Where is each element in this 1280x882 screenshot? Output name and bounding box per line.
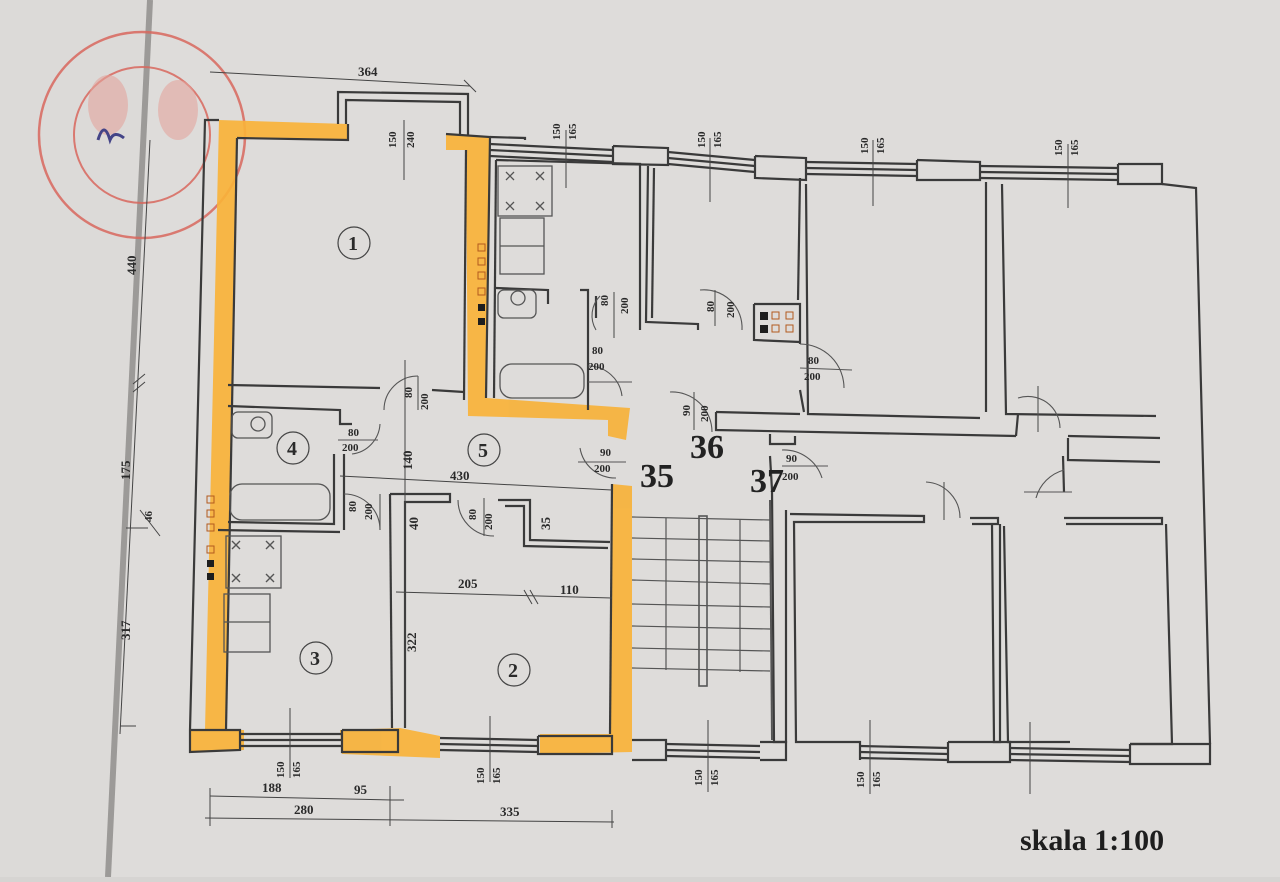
door-width: 80 <box>347 501 359 513</box>
toilet-icon <box>231 411 273 439</box>
door-width: 80 <box>348 427 360 439</box>
dim-bottom-188: 188 <box>262 780 282 795</box>
dimension-labels: 364 440 175 46 317 140 430 40 35 205 110… <box>118 64 579 819</box>
balcony-door-labels: 150 240 <box>387 131 417 148</box>
toilet-icon-36 <box>497 289 537 319</box>
dim-bottom-335: 335 <box>500 804 520 819</box>
staircase <box>631 499 773 741</box>
room-4-label: 4 <box>287 438 297 460</box>
window-height: 165 <box>712 131 724 148</box>
door-height: 200 <box>363 503 375 520</box>
apartment-36-label: 36 <box>690 429 724 466</box>
door-width: 90 <box>681 405 693 417</box>
room-3-label: 3 <box>310 648 320 670</box>
room-5-marker <box>467 433 501 467</box>
fixtures <box>223 165 585 653</box>
ventilation-ducts <box>206 243 794 580</box>
door-height: 200 <box>588 361 605 373</box>
dim-room2-110: 110 <box>560 582 579 597</box>
window-height: 165 <box>871 771 883 788</box>
window-width: 150 <box>859 137 871 154</box>
door-width: 80 <box>705 301 717 313</box>
signature <box>96 128 125 145</box>
dim-room2-205: 205 <box>458 576 478 591</box>
door-height: 200 <box>483 513 495 530</box>
window-width: 150 <box>696 131 708 148</box>
room-numbers: 1 2 3 4 5 <box>287 233 518 682</box>
bathtub-icon <box>229 483 331 521</box>
window-width: 150 <box>855 771 867 788</box>
window-height: 165 <box>1069 139 1081 156</box>
door-height: 200 <box>804 371 821 383</box>
dim-top-width: 364 <box>358 64 378 79</box>
stove-icon <box>225 535 282 589</box>
door-height: 200 <box>725 301 737 318</box>
balcony-door-height: 240 <box>405 131 417 148</box>
apartment-37-label: 37 <box>750 463 784 500</box>
stove-icon-36 <box>497 165 553 217</box>
window-height: 165 <box>709 769 721 786</box>
bathtub-icon-36 <box>499 363 585 399</box>
door-labels: 80 200 80 200 80 200 80 200 90 200 80 20… <box>342 295 821 531</box>
dim-corridor-140: 140 <box>400 451 415 471</box>
apartment-numbers: 35 36 37 <box>640 429 784 500</box>
door-height: 200 <box>619 297 631 314</box>
door-width: 80 <box>592 345 604 357</box>
room-2-marker <box>497 653 531 687</box>
dim-left-317: 317 <box>118 620 133 640</box>
kitchen-counter-icon <box>223 593 271 653</box>
door-width: 90 <box>786 453 798 465</box>
room-2-label: 2 <box>508 660 518 682</box>
stove-burners-icon <box>231 540 275 583</box>
door-swings <box>338 289 1072 537</box>
window-labels: 150 165 150 165 150 165 150 165 150 165 … <box>275 123 1081 788</box>
dim-bottom-95: 95 <box>354 782 368 797</box>
window-height: 165 <box>875 137 887 154</box>
dim-left-46: 46 <box>143 511 155 523</box>
room-1-label: 1 <box>348 233 358 255</box>
door-width: 90 <box>600 447 612 459</box>
window-width: 150 <box>275 761 287 778</box>
door-height: 200 <box>699 405 711 422</box>
apartment-35-label: 35 <box>640 458 674 495</box>
apartment-35-highlight <box>190 120 632 758</box>
door-width: 80 <box>467 509 479 521</box>
door-height: 200 <box>782 471 799 483</box>
balcony-door-width: 150 <box>387 131 399 148</box>
dim-left-440: 440 <box>124 256 139 276</box>
dim-left-175: 175 <box>118 460 133 480</box>
window-width: 150 <box>693 769 705 786</box>
window-width: 150 <box>1053 139 1065 156</box>
room-markers <box>276 226 531 687</box>
dim-bottom-280: 280 <box>294 802 314 817</box>
dim-room2-322: 322 <box>404 633 419 653</box>
door-height: 200 <box>419 393 431 410</box>
stair-railing <box>698 515 708 687</box>
dim-wall-40: 40 <box>406 517 421 530</box>
dimension-lines <box>119 71 1069 828</box>
dim-niche-35: 35 <box>538 517 553 531</box>
room-1-marker <box>337 226 371 260</box>
official-stamp <box>37 30 247 240</box>
door-width: 80 <box>599 295 611 307</box>
door-width: 80 <box>403 387 415 399</box>
window-height: 165 <box>291 761 303 778</box>
left-page <box>0 0 150 877</box>
room-4-marker <box>276 431 310 465</box>
window-width: 150 <box>551 123 563 140</box>
door-width: 80 <box>808 355 820 367</box>
page-fold <box>105 0 153 878</box>
dim-corridor-430: 430 <box>450 468 470 483</box>
window-height: 165 <box>491 767 503 784</box>
window-width: 150 <box>475 767 487 784</box>
room-3-marker <box>299 641 333 675</box>
room-5-label: 5 <box>478 440 488 462</box>
door-height: 200 <box>594 463 611 475</box>
scale-label: skala 1:100 <box>1020 824 1164 857</box>
door-height: 200 <box>342 442 359 454</box>
window-height: 165 <box>567 123 579 140</box>
